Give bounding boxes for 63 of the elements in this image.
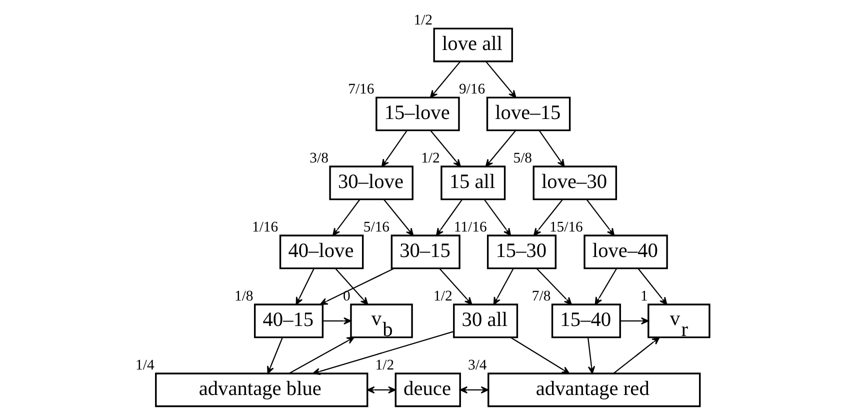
node-box: love–40 [583, 234, 668, 270]
node-box: deuce [394, 372, 460, 408]
arrow [483, 199, 511, 236]
node-box: 30–love [328, 166, 413, 200]
node-label: 5/16 [362, 219, 390, 236]
node-box: 30 all [452, 304, 518, 338]
arrow [538, 130, 564, 167]
arrow [334, 268, 368, 305]
node-label: 1/2 [433, 288, 452, 304]
node-box: 15–40 [550, 304, 620, 338]
node-box: 40–love [278, 234, 364, 270]
arrow [429, 61, 460, 98]
arrow [492, 268, 514, 305]
node-label: 1/2 [420, 150, 440, 166]
arrow [295, 268, 314, 305]
node-box: 15–30 [486, 234, 556, 270]
arrow [438, 268, 472, 305]
node-label: 15/16 [548, 219, 582, 236]
arrow [510, 337, 570, 374]
node-box: 15 all [440, 166, 506, 200]
node-label: 3/4 [468, 357, 486, 374]
arrow [536, 268, 572, 305]
arrow [436, 199, 462, 236]
arrow [532, 199, 562, 236]
arrow [366, 386, 396, 394]
arrow [332, 199, 360, 236]
node-label: 1/2 [413, 12, 432, 28]
node-label: 7/16 [348, 81, 374, 98]
arrow [637, 268, 667, 305]
node-label: 1 [640, 288, 648, 304]
arrow [459, 386, 488, 394]
arrow [382, 199, 414, 236]
node-label: 3/8 [309, 150, 328, 166]
node-box: 30–15 [390, 234, 460, 270]
arrow [586, 199, 614, 236]
arrow [322, 317, 351, 325]
node-label: 1/4 [135, 357, 154, 374]
node-label: 1/16 [252, 219, 278, 236]
node-box: love all [432, 28, 512, 62]
node-label: 11/16 [453, 219, 486, 236]
node-label: 1/2 [374, 357, 394, 374]
node-box: advantage blue [154, 372, 368, 408]
node-box: love–30 [532, 166, 617, 200]
node-box: 40–15 [254, 304, 324, 338]
node-label: 7/8 [531, 288, 550, 304]
node-label: 1/8 [234, 288, 253, 304]
arrow [484, 130, 516, 167]
node-label: 5/8 [512, 150, 532, 166]
node-box: advantage red [487, 372, 700, 408]
arrow [380, 130, 407, 167]
arrow [430, 130, 460, 167]
arrow [266, 337, 282, 374]
node-box: 15–love [375, 96, 460, 132]
arrow [612, 336, 660, 374]
arrow [620, 317, 648, 325]
arrow [319, 268, 394, 305]
arrow [288, 336, 354, 374]
arrow [594, 268, 617, 305]
arrow [312, 331, 454, 375]
arrow [586, 337, 595, 374]
arrow [485, 61, 516, 98]
node-box: love–15 [486, 96, 570, 132]
node-label: 9/16 [458, 81, 485, 98]
